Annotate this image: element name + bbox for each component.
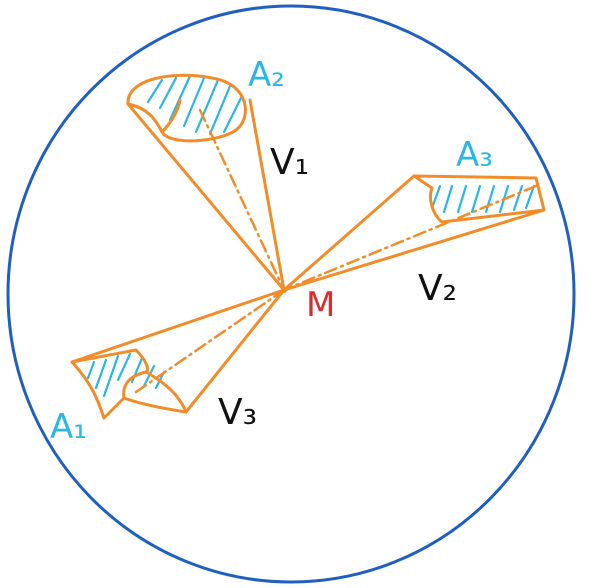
cone-v2: [282, 174, 546, 292]
label-a2: A₂: [248, 55, 285, 95]
label-v2: V₂: [418, 268, 457, 309]
sphere-boundary: [6, 4, 576, 584]
label-v1: V₁: [270, 142, 309, 183]
label-v3: V₃: [218, 392, 257, 433]
label-m: M: [306, 285, 335, 325]
cap-a1-outline: [70, 348, 188, 420]
cone-v3: [70, 288, 286, 420]
label-a3: A₃: [456, 135, 493, 175]
label-a1: A₁: [50, 407, 87, 447]
cap-a2-outline: [126, 73, 247, 143]
cone-v1: [126, 73, 286, 292]
cap-a2-hatching: [146, 74, 244, 136]
cap-a3-hatching: [430, 184, 536, 214]
cap-a3-outline: [412, 174, 546, 224]
point-m: [281, 287, 287, 293]
